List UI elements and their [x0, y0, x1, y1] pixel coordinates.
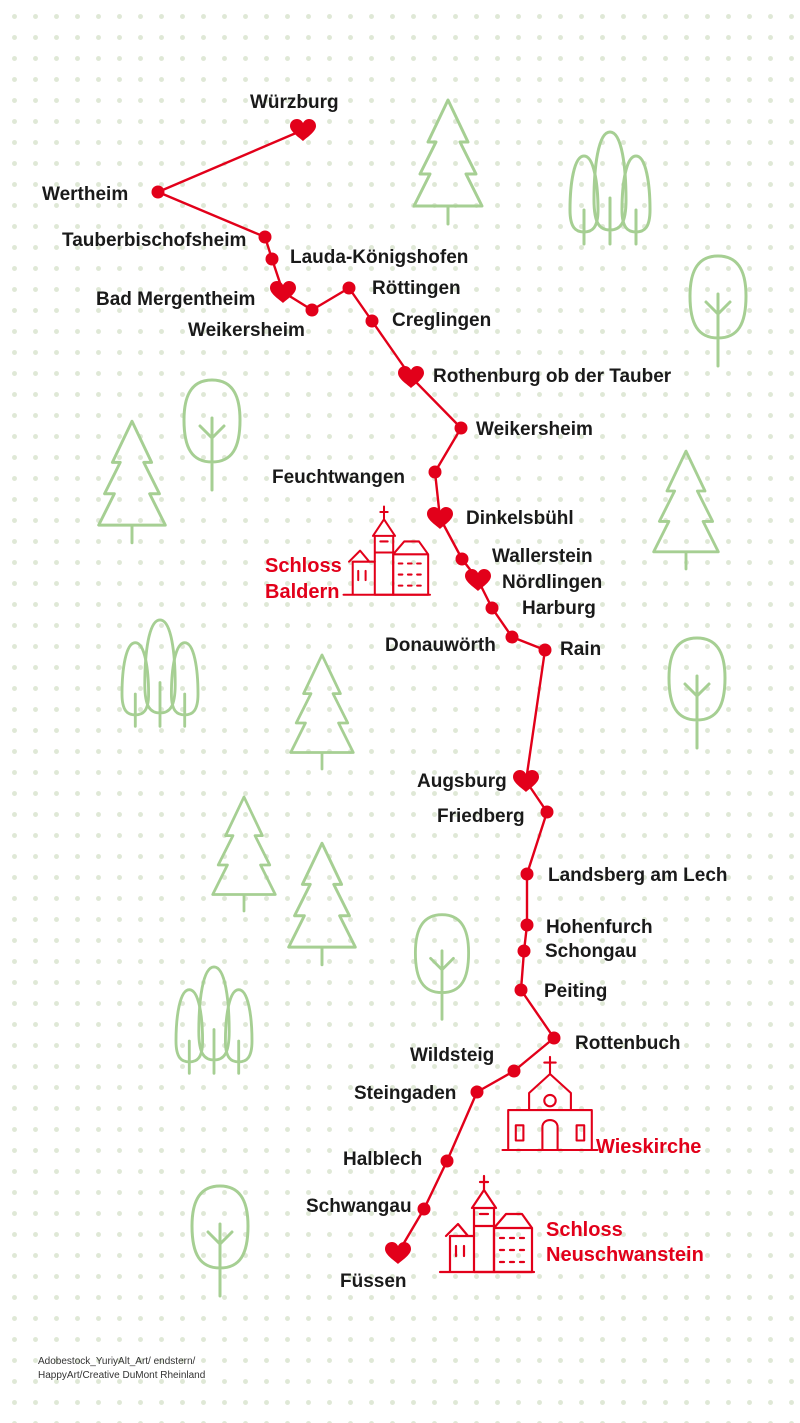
stop-dot: [507, 1064, 521, 1078]
stop-dot: [454, 421, 468, 435]
sight-label-line: Schloss: [546, 1219, 623, 1241]
stop-dot: [258, 230, 272, 244]
stop-dot: [547, 1031, 561, 1045]
stop-label: Schongau: [545, 941, 637, 962]
stop-label: Friedberg: [437, 806, 525, 827]
stop-label: Weikersheim: [476, 419, 593, 440]
stop-dot: [305, 303, 319, 317]
pine-tree-icon: [289, 653, 355, 771]
stop-label: Rothenburg ob der Tauber: [433, 366, 672, 387]
stop-label: Nördlingen: [502, 572, 602, 593]
sight-label-line: Neuschwanstein: [546, 1244, 704, 1266]
castle-icon: [342, 505, 432, 596]
stop-label: Wallerstein: [492, 546, 593, 567]
poplar-trees-icon: [174, 965, 254, 1075]
stop-dot: [455, 552, 469, 566]
poplar-trees-icon: [568, 130, 652, 246]
stop-label: Lauda-Königshofen: [290, 247, 468, 268]
stop-label: Tauberbischofsheim: [62, 230, 246, 251]
stop-dot: [538, 643, 552, 657]
stop-label: Weikersheim: [188, 320, 305, 341]
stop-dot: [342, 281, 356, 295]
stop-label: Creglingen: [392, 310, 491, 331]
stop-label: Rain: [560, 639, 601, 660]
stop-label: Peiting: [544, 981, 607, 1002]
sight-label-line: Wieskirche: [596, 1136, 701, 1158]
stop-label: Halblech: [343, 1149, 422, 1170]
stop-label: Rottenbuch: [575, 1033, 681, 1054]
stop-label: Donauwörth: [385, 635, 496, 656]
heart-icon: [270, 281, 296, 303]
pine-tree-icon: [412, 98, 484, 226]
stop-dot: [265, 252, 279, 266]
stop-dot: [470, 1085, 484, 1099]
image-credit: Adobestock_YuriyAlt_Art/ endstern/ Happy…: [38, 1355, 338, 1383]
sight-label-line: Baldern: [265, 581, 339, 603]
stop-label: Steingaden: [354, 1083, 456, 1104]
stop-label: Landsberg am Lech: [548, 865, 728, 886]
heart-icon: [385, 1242, 411, 1264]
stop-label: Wertheim: [42, 184, 128, 205]
pine-tree-icon: [287, 841, 357, 967]
heart-icon: [290, 119, 316, 141]
pine-tree-icon: [97, 419, 167, 545]
stop-label: Bad Mergentheim: [96, 289, 255, 310]
oak-tree-icon: [688, 254, 748, 368]
stop-label: Harburg: [522, 598, 596, 619]
stop-dot: [514, 983, 528, 997]
oak-tree-icon: [413, 913, 471, 1021]
stop-dot: [417, 1202, 431, 1216]
stop-dot: [540, 805, 554, 819]
stop-label: Feuchtwangen: [272, 467, 405, 488]
pine-tree-icon: [652, 449, 720, 571]
oak-tree-icon: [190, 1184, 250, 1298]
stop-label: Dinkelsbühl: [466, 508, 574, 529]
credit-line: HappyArt/Creative DuMont Rheinland: [38, 1370, 206, 1381]
credit-line: Adobestock_YuriyAlt_Art/ endstern/: [38, 1356, 196, 1367]
stop-dot: [151, 185, 165, 199]
castle-icon: [438, 1174, 536, 1274]
stop-label: Wildsteig: [410, 1045, 494, 1066]
stop-label: Hohenfurch: [546, 917, 653, 938]
stop-label: Schwangau: [306, 1196, 412, 1217]
oak-tree-icon: [667, 636, 727, 750]
stop-label: Röttingen: [372, 278, 461, 299]
pine-tree-icon: [211, 795, 277, 913]
stop-dot: [485, 601, 499, 615]
route-stops: WürzburgWertheimTauberbischofsheimLauda-…: [42, 92, 728, 1292]
stop-dot: [517, 944, 531, 958]
stop-label: Würzburg: [250, 92, 339, 113]
stop-dot: [365, 314, 379, 328]
stop-label: Augsburg: [417, 771, 507, 792]
stop-dot: [440, 1154, 454, 1168]
sight-label-line: Schloss: [265, 555, 342, 577]
stop-dot: [520, 867, 534, 881]
oak-tree-icon: [182, 378, 242, 492]
stop-dot: [520, 918, 534, 932]
stop-dot: [505, 630, 519, 644]
poplar-trees-icon: [120, 618, 200, 728]
stop-dot: [428, 465, 442, 479]
heart-icon: [465, 569, 491, 591]
stop-label: Füssen: [340, 1271, 407, 1292]
